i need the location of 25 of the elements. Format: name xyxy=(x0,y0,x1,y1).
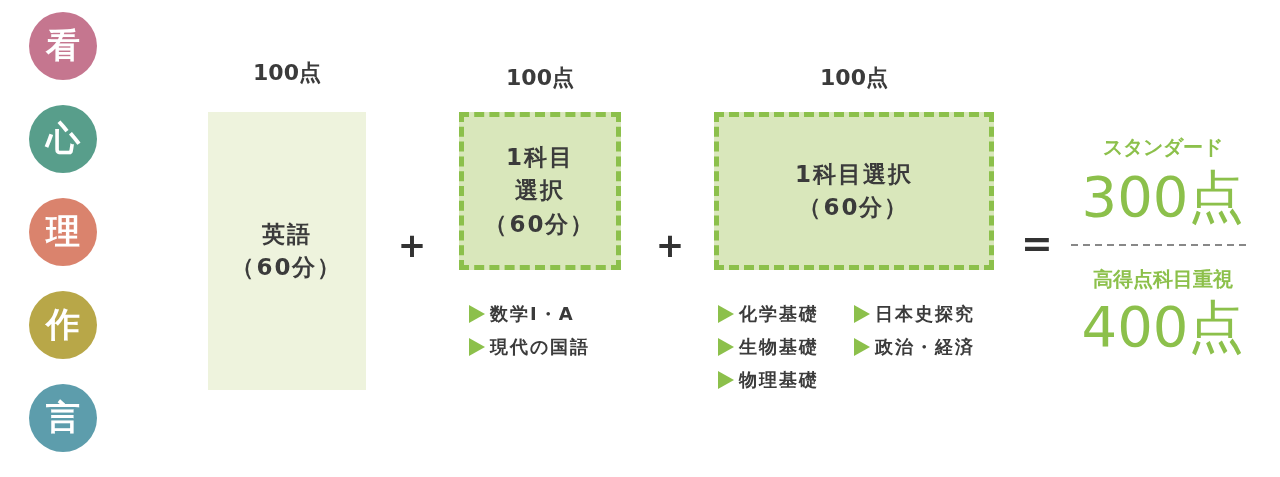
subject-label: 1科目選択（60分） xyxy=(795,159,913,222)
subject-option: 政治・経済 xyxy=(875,335,975,359)
subject-label: 1科目選択（60分） xyxy=(484,143,596,239)
plus-sign: + xyxy=(655,225,685,265)
subject-option: 化学基礎 xyxy=(739,302,819,326)
subject-circle: 心 xyxy=(29,105,97,173)
equals-sign: = xyxy=(1021,221,1053,265)
total-score: 300点 xyxy=(1081,163,1245,231)
subject-circle: 理 xyxy=(29,198,97,266)
subject-option: 物理基礎 xyxy=(739,368,819,392)
subject-circle: 作 xyxy=(29,291,97,359)
subject-label: 英語（60分） xyxy=(231,219,343,282)
subject-option: 現代の国語 xyxy=(490,335,590,359)
score-heading: 100点 xyxy=(505,64,575,92)
course-name: スタンダード xyxy=(1103,133,1223,161)
subject-circle: 言 xyxy=(29,384,97,452)
subject-circle: 看 xyxy=(29,12,97,80)
score-heading: 100点 xyxy=(819,64,889,92)
subject-option: 数学Ⅰ・A xyxy=(490,302,575,326)
course-name: 高得点科目重視 xyxy=(1093,265,1233,293)
plus-sign: + xyxy=(397,225,427,265)
total-score: 400点 xyxy=(1081,293,1245,361)
subject-option: 生物基礎 xyxy=(739,335,819,359)
subject-option: 日本史探究 xyxy=(875,302,975,326)
score-heading: 100点 xyxy=(252,59,322,87)
